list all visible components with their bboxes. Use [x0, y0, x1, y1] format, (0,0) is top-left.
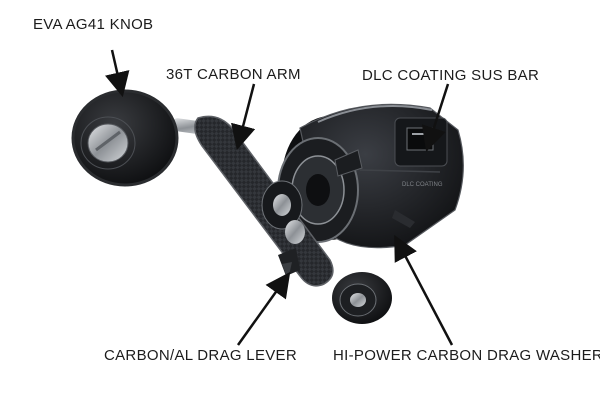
lower-knob — [332, 272, 392, 324]
arrow-knob — [105, 49, 130, 98]
label-eva-knob: EVA AG41 KNOB — [33, 16, 154, 33]
label-drag-lever: CARBON/AL DRAG LEVER — [104, 347, 297, 364]
arrow-bar — [421, 83, 450, 152]
arrow-washer — [394, 234, 454, 346]
svg-text:DLC COATING: DLC COATING — [402, 182, 443, 188]
arrow-lever — [236, 271, 291, 346]
label-sus-bar: DLC COATING SUS BAR — [362, 67, 540, 84]
eva-knob — [71, 89, 179, 187]
label-drag-washer: HI-POWER CARBON DRAG WASHER — [333, 347, 600, 364]
drag-lever — [278, 248, 300, 280]
arrow-arm — [231, 83, 256, 151]
handle-arm — [171, 115, 334, 287]
label-carbon-arm: 36T CARBON ARM — [166, 66, 301, 83]
